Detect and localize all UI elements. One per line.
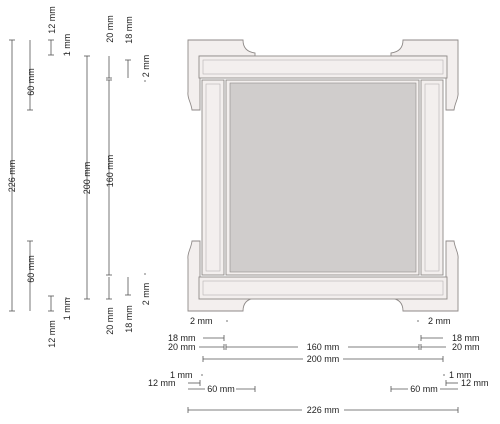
dim-left-20-top: 20 mm bbox=[105, 15, 115, 43]
bottom-rail bbox=[198, 276, 448, 300]
dim-bottom-20-left: 20 mm bbox=[168, 342, 196, 352]
left-stile-inner bbox=[205, 83, 221, 272]
bottom-dimensions: 2 mm 2 mm 18 mm 18 mm 20 mm 160 mm 20 mm… bbox=[148, 316, 489, 415]
dim-bottom-200: 200 mm bbox=[307, 354, 340, 364]
dim-bottom-2-right: 2 mm bbox=[428, 316, 451, 326]
dim-bottom-160: 160 mm bbox=[307, 342, 340, 352]
dim-left-12-bottom: 12 mm bbox=[47, 320, 57, 348]
dim-bottom-1-left: 1 mm bbox=[170, 370, 193, 380]
top-rail bbox=[198, 55, 448, 79]
dim-bottom-18-right: 18 mm bbox=[452, 333, 480, 343]
dim-left-1-top: 1 mm bbox=[62, 34, 72, 57]
dim-left-18-top: 18 mm bbox=[124, 16, 134, 44]
left-stile bbox=[201, 79, 225, 276]
dim-left-200: 200 mm bbox=[82, 162, 92, 195]
dim-left-60-bottom: 60 mm bbox=[26, 255, 36, 283]
dim-left-12-top: 12 mm bbox=[47, 6, 57, 34]
dim-bottom-1-right: 1 mm bbox=[449, 370, 472, 380]
dim-left-160: 160 mm bbox=[105, 155, 115, 188]
dim-left-2-bottom: 2 mm bbox=[141, 283, 151, 306]
dim-left-60-top: 60 mm bbox=[26, 68, 36, 96]
dim-bottom-12-right: 12 mm bbox=[461, 378, 489, 388]
dim-bottom-60-right: 60 mm bbox=[410, 384, 438, 394]
dim-bottom-18-left: 18 mm bbox=[168, 333, 196, 343]
top-rail-inner bbox=[202, 59, 444, 75]
dim-left-18-bottom: 18 mm bbox=[124, 305, 134, 333]
center-panel bbox=[229, 82, 417, 273]
left-dimensions: 226 mm 60 mm 60 mm 12 mm 12 mm 1 mm 1 mm… bbox=[7, 6, 151, 348]
bottom-rail-inner bbox=[202, 280, 444, 296]
dim-bottom-12-left: 12 mm bbox=[148, 378, 176, 388]
dim-bottom-2-left: 2 mm bbox=[190, 316, 213, 326]
right-stile-inner bbox=[424, 83, 440, 272]
frame-drawing bbox=[187, 39, 459, 312]
right-stile bbox=[420, 79, 444, 276]
dim-bottom-20-right: 20 mm bbox=[452, 342, 480, 352]
dim-bottom-60-left: 60 mm bbox=[207, 384, 235, 394]
dim-left-2-top: 2 mm bbox=[141, 55, 151, 78]
dim-left-1-bottom: 1 mm bbox=[62, 298, 72, 321]
dim-bottom-226: 226 mm bbox=[307, 405, 340, 415]
dim-left-20-bottom: 20 mm bbox=[105, 307, 115, 335]
dim-left-226: 226 mm bbox=[7, 160, 17, 193]
